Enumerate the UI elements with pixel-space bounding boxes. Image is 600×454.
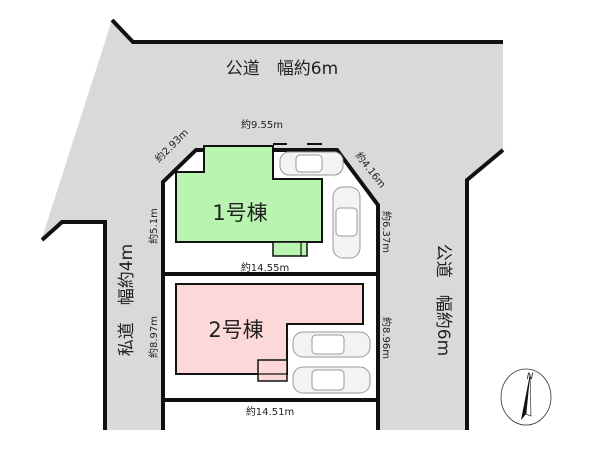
car-icon — [292, 366, 371, 394]
compass-label: N — [527, 372, 534, 382]
road-label-right: 公道 幅約6m — [433, 244, 453, 356]
building-2-label: 2号棟 — [208, 318, 263, 342]
dim-lot1-left: 約5.1m — [147, 208, 160, 244]
building-1 — [175, 143, 323, 257]
car-icon — [332, 186, 361, 259]
car-icon — [279, 151, 344, 176]
dim-bottom: 約14.51m — [246, 405, 294, 418]
car-icon — [292, 331, 371, 358]
frontage-strip — [165, 402, 376, 430]
dim-lot2-left: 約8.97m — [147, 316, 160, 358]
dim-lot1-right: 約6.37m — [380, 211, 393, 253]
building-1-label: 1号棟 — [212, 201, 267, 225]
boundary-lines — [40, 18, 505, 430]
dim-lot2-right: 約8.96m — [380, 317, 393, 359]
building-2 — [175, 283, 364, 382]
road-area — [42, 20, 503, 430]
north-arrow-icon: N — [500, 368, 552, 426]
dim-divider: 約14.55m — [241, 261, 289, 274]
road-label-left: 私道 幅約4m — [117, 244, 137, 356]
road-label-top: 公道 幅約6m — [226, 59, 338, 79]
dim-top: 約9.55m — [241, 118, 283, 131]
